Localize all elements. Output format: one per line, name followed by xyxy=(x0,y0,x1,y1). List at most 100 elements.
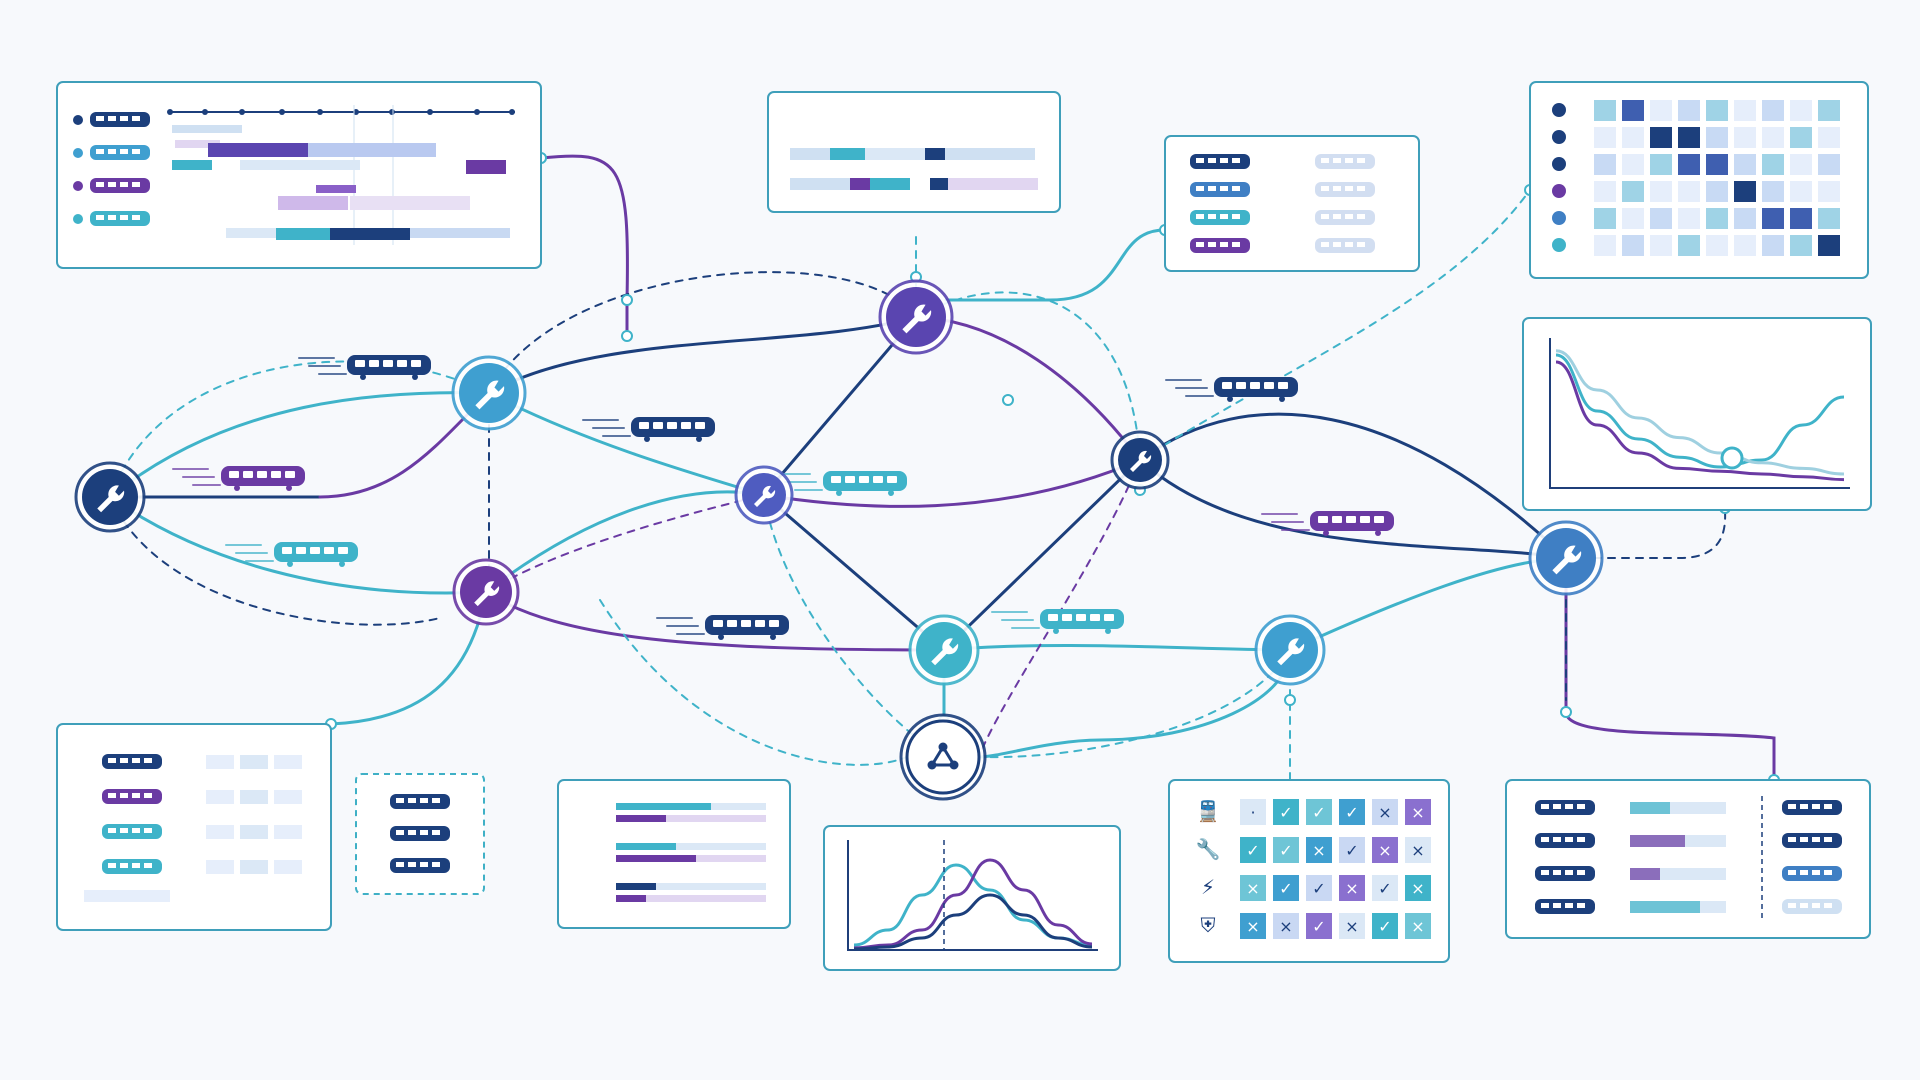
depot-cell xyxy=(240,825,268,839)
train-icon xyxy=(102,789,162,804)
schedule-panel xyxy=(767,91,1061,213)
dashed-link xyxy=(485,494,765,593)
schedule-bar xyxy=(865,148,925,160)
train-icon xyxy=(1315,154,1375,169)
assignment-panel xyxy=(1505,779,1871,939)
timeline-tick xyxy=(427,109,433,115)
heatmap-cell xyxy=(1622,127,1644,148)
train-icon xyxy=(1190,154,1250,169)
train-icon xyxy=(582,417,715,442)
check-cell xyxy=(1405,837,1431,863)
maint-bar xyxy=(616,855,696,862)
train-icon xyxy=(90,211,150,226)
depot-cell xyxy=(274,755,302,769)
assignment-rows xyxy=(1535,796,1842,918)
heatmap-cell xyxy=(1650,235,1672,256)
depot-cell xyxy=(206,860,234,874)
train-body xyxy=(1214,377,1298,402)
check-cell xyxy=(1306,875,1332,901)
check-cell xyxy=(1240,837,1266,863)
timeline-bar xyxy=(350,196,470,210)
heatmap-cell xyxy=(1650,154,1672,175)
check-matrix: 🚆·✓✓✓××🔧✓✓×✓××⚡×✓✓×✓×⛨××✓×✓× xyxy=(1196,799,1431,939)
heatmap-cell xyxy=(1818,235,1840,256)
heatmap-cell xyxy=(1706,100,1728,121)
train-icon xyxy=(1782,899,1842,914)
timeline-bar xyxy=(410,228,510,238)
depot-cell xyxy=(240,755,268,769)
train-body xyxy=(705,615,789,640)
check-cell xyxy=(1339,837,1365,863)
train-icon xyxy=(774,471,907,496)
heatmap-row-dot xyxy=(1552,238,1566,252)
dashed-link xyxy=(109,496,441,626)
maintenance-nodes xyxy=(74,279,1604,801)
check-cell xyxy=(1339,913,1365,939)
edge-line xyxy=(108,495,488,595)
timeline-bar xyxy=(208,143,308,157)
series-line xyxy=(1555,353,1845,469)
timeline-bar xyxy=(240,160,360,170)
train-layer xyxy=(172,106,1394,640)
assign-bar xyxy=(1630,868,1660,880)
heatmap-panel xyxy=(1529,81,1869,279)
network-icon xyxy=(927,742,959,770)
train-icon xyxy=(1315,182,1375,197)
heatmap-cell xyxy=(1818,100,1840,121)
series-line xyxy=(853,858,1093,950)
schedule-bars xyxy=(789,111,1038,190)
heatmap-cell xyxy=(1678,235,1700,256)
timeline-tick xyxy=(317,109,323,115)
heatmap-cell xyxy=(1790,208,1812,229)
train-body xyxy=(823,471,907,496)
check-mark: ✓ xyxy=(1345,841,1358,860)
check-mark: ✓ xyxy=(1312,879,1325,898)
info-panels: 🚆·✓✓✓××🔧✓✓×✓××⚡×✓✓×✓×⛨××✓×✓× xyxy=(56,81,1872,971)
n-center xyxy=(734,465,794,525)
train-icon xyxy=(1535,866,1595,881)
check-cell xyxy=(1405,799,1431,825)
dashed-link xyxy=(763,494,945,758)
heatmap-cell xyxy=(1622,100,1644,121)
check-cell xyxy=(1372,799,1398,825)
train-icon xyxy=(1315,210,1375,225)
train-icon xyxy=(102,859,162,874)
train-icon xyxy=(1782,866,1842,881)
schedule-bar xyxy=(925,148,945,160)
n-right-dark xyxy=(1110,430,1170,490)
heatmap-cell xyxy=(1734,208,1756,229)
heatmap-row-dot xyxy=(1552,184,1566,198)
depot-cell xyxy=(240,860,268,874)
train-icon xyxy=(172,466,305,491)
depot-panel xyxy=(56,723,332,931)
distribution-chart xyxy=(847,840,1098,951)
heatmap-cell xyxy=(1818,208,1840,229)
train-icon xyxy=(1535,833,1595,848)
timeline-marker xyxy=(73,181,83,191)
train-icon xyxy=(298,355,431,380)
chart-axis xyxy=(1549,338,1850,489)
wrench-icon: 🔧 xyxy=(1196,837,1221,861)
series-line xyxy=(1555,349,1845,476)
depot-cell xyxy=(240,790,268,804)
chart-marker xyxy=(1720,446,1744,470)
edge-line xyxy=(1288,556,1568,652)
train-icon xyxy=(991,609,1124,634)
heatmap-cell xyxy=(1706,154,1728,175)
heatmap-cell xyxy=(1790,154,1812,175)
shield-icon: ⛨ xyxy=(1201,913,1216,937)
timeline-tick xyxy=(509,109,515,115)
edge-line xyxy=(1138,412,1568,560)
check-cell xyxy=(1273,875,1299,901)
depot-cell xyxy=(274,860,302,874)
dashed-link xyxy=(978,649,1291,759)
train-body xyxy=(631,417,715,442)
lightning-icon: ⚡ xyxy=(1201,875,1215,899)
timeline-tick xyxy=(239,109,245,115)
check-cell xyxy=(1306,913,1332,939)
heatmap-cell xyxy=(1650,100,1672,121)
dashed-link xyxy=(488,271,917,394)
dashed-link xyxy=(109,360,490,498)
maint-bar xyxy=(616,843,676,850)
